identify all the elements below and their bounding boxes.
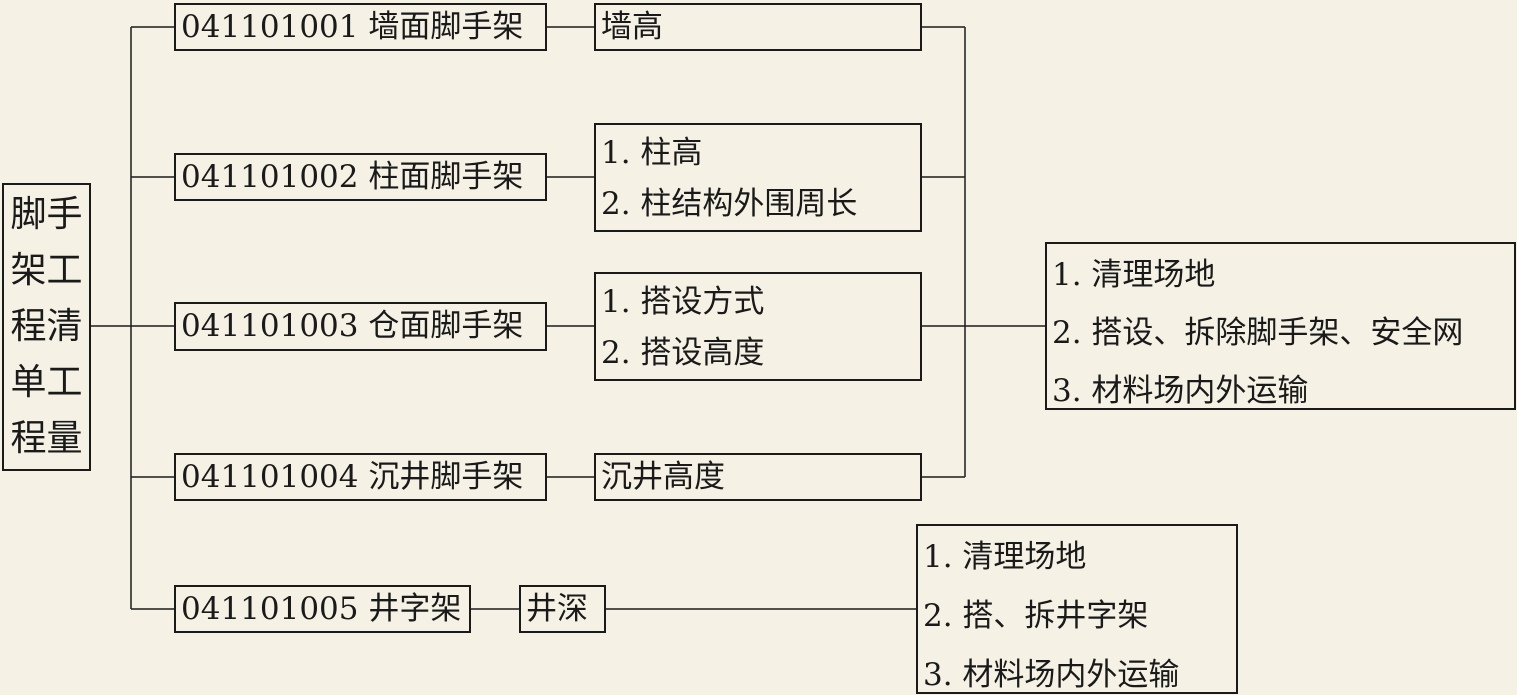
feature-label: 1. 柱高 (601, 135, 703, 171)
item-box: 041101001 墙面脚手架 (174, 3, 547, 51)
feature-label: 墙高 (601, 8, 663, 45)
root-box: 脚手 架工 程清 单工 程量 (2, 183, 91, 471)
work-content-item: 1. 清理场地 (923, 539, 1087, 575)
work-content-item: 3. 材料场内外运输 (1052, 373, 1309, 409)
root-label-line: 程量 (10, 418, 83, 459)
feature-box: 墙高 (594, 3, 922, 51)
feature-label: 1. 搭设方式 (601, 284, 765, 320)
feature-box: 1. 搭设方式 2. 搭设高度 (594, 272, 922, 381)
item-label: 041101003 仓面脚手架 (181, 308, 524, 344)
item-label: 041101002 柱面脚手架 (181, 158, 524, 195)
root-label-line: 架工 (10, 250, 83, 291)
feature-label: 2. 搭设高度 (601, 335, 765, 371)
root-label-line: 脚手 (10, 194, 83, 235)
item-box: 041101003 仓面脚手架 (174, 302, 547, 351)
work-content-box: 1. 清理场地 2. 搭设、拆除脚手架、安全网 3. 材料场内外运输 (1045, 242, 1516, 410)
item-label: 041101005 井字架 (181, 590, 462, 627)
feature-box: 井深 (519, 585, 606, 633)
feature-box: 1. 柱高 2. 柱结构外围周长 (594, 123, 922, 232)
feature-label: 2. 柱结构外围周长 (601, 186, 858, 222)
root-label-line: 程清 (10, 306, 83, 347)
item-box: 041101004 沉井脚手架 (174, 453, 547, 501)
item-box: 041101002 柱面脚手架 (174, 153, 547, 201)
feature-label: 井深 (526, 590, 588, 627)
root-label-line: 单工 (10, 362, 83, 403)
work-content-item: 2. 搭设、拆除脚手架、安全网 (1052, 315, 1464, 351)
work-content-item: 1. 清理场地 (1052, 257, 1216, 293)
feature-box: 沉井高度 (594, 453, 922, 501)
work-content-item: 3. 材料场内外运输 (923, 657, 1180, 693)
feature-label: 沉井高度 (601, 458, 725, 495)
item-box: 041101005 井字架 (174, 585, 471, 633)
work-content-item: 2. 搭、拆井字架 (923, 598, 1149, 634)
item-label: 041101004 沉井脚手架 (181, 458, 524, 495)
item-label: 041101001 墙面脚手架 (181, 8, 524, 45)
work-content-box: 1. 清理场地 2. 搭、拆井字架 3. 材料场内外运输 (916, 524, 1238, 694)
